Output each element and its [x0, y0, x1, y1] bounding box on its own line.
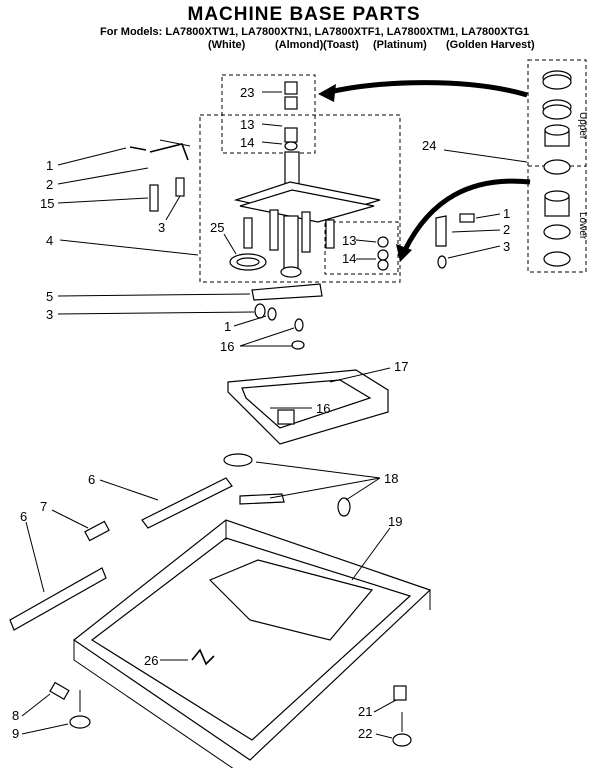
callout-26: 26 [144, 653, 158, 668]
box-bearing-parts [221, 74, 316, 154]
callout-15: 15 [40, 196, 54, 211]
callout-1-mid: 1 [224, 319, 231, 334]
color-white: (White) [208, 39, 246, 51]
arrow-lower-kit [402, 178, 531, 252]
part-1-screw [129, 146, 147, 151]
part-2-bracket [149, 143, 189, 161]
part-17-frame [227, 369, 389, 445]
callout-9: 9 [12, 726, 19, 741]
part-21 [393, 685, 407, 701]
part-23a [284, 81, 298, 95]
callout-14-mid: 14 [342, 251, 356, 266]
part-6-left [9, 567, 107, 631]
part-13 [284, 127, 298, 143]
models-line: For Models: LA7800XTW1, LA7800XTN1, LA78… [100, 26, 530, 38]
part-26 [191, 648, 215, 666]
callout-6-left: 6 [20, 509, 27, 524]
part-19-base [72, 519, 432, 768]
color-platinum: (Platinum) [373, 39, 427, 51]
callout-2-left: 2 [46, 177, 53, 192]
box-hub-assembly [199, 114, 401, 283]
callout-6-top: 6 [88, 472, 95, 487]
label-lower: Lower [577, 212, 588, 240]
callout-25: 25 [210, 220, 224, 235]
part-18a [223, 453, 253, 467]
callout-23: 23 [240, 85, 254, 100]
part-14 [284, 141, 298, 151]
part-7 [84, 520, 110, 542]
callout-3-right: 3 [503, 239, 510, 254]
part-3-spring [175, 177, 185, 197]
callout-24: 24 [422, 138, 436, 153]
callout-18: 18 [384, 471, 398, 486]
callout-1-left: 1 [46, 158, 53, 173]
color-almond: (Almond) [275, 39, 324, 51]
part-23b [284, 96, 298, 110]
part-16b [291, 340, 305, 350]
callout-22: 22 [358, 726, 372, 741]
callout-8: 8 [12, 708, 19, 723]
color-toast: (Toast) [323, 39, 359, 51]
callout-14-top: 14 [240, 135, 254, 150]
callout-4: 4 [46, 233, 53, 248]
callout-13-top: 13 [240, 117, 254, 132]
part-15 [149, 184, 159, 212]
part-18b [239, 493, 285, 505]
part-16a [294, 318, 304, 332]
callout-numbers: 23 13 14 1 2 15 3 24 4 25 13 14 1 2 3 5 … [12, 85, 510, 741]
callout-21: 21 [358, 704, 372, 719]
page-title: MACHINE BASE PARTS [187, 4, 421, 25]
callout-7: 7 [40, 499, 47, 514]
part-3-mid [254, 303, 266, 319]
color-golden-harvest: (Golden Harvest) [446, 39, 535, 51]
part-6-right [141, 477, 233, 529]
callout-3-left: 3 [158, 220, 165, 235]
callout-1-right: 1 [503, 206, 510, 221]
upper-bearing-parts [542, 70, 572, 175]
part-18c [337, 497, 351, 517]
callout-17: 17 [394, 359, 408, 374]
hub-assembly [233, 151, 381, 278]
callout-2-right: 2 [503, 222, 510, 237]
callout-3-mid: 3 [46, 307, 53, 322]
part-9 [69, 715, 91, 729]
callout-19: 19 [388, 514, 402, 529]
part-1-right [459, 213, 475, 223]
part-2-right [435, 215, 447, 247]
part-3-right [437, 255, 447, 269]
arrow-upper-kit [329, 80, 528, 98]
part-5 [251, 283, 323, 301]
callout-5: 5 [46, 289, 53, 304]
callout-16-top: 16 [220, 339, 234, 354]
label-upper: Upper [577, 112, 588, 140]
leader-lines [21, 91, 528, 739]
part-22 [392, 733, 412, 747]
lower-bearing-parts [543, 190, 571, 267]
part-8 [49, 681, 70, 701]
part-1-mid [267, 307, 277, 321]
callout-13-mid: 13 [342, 233, 356, 248]
callout-16-bottom: 16 [316, 401, 330, 416]
